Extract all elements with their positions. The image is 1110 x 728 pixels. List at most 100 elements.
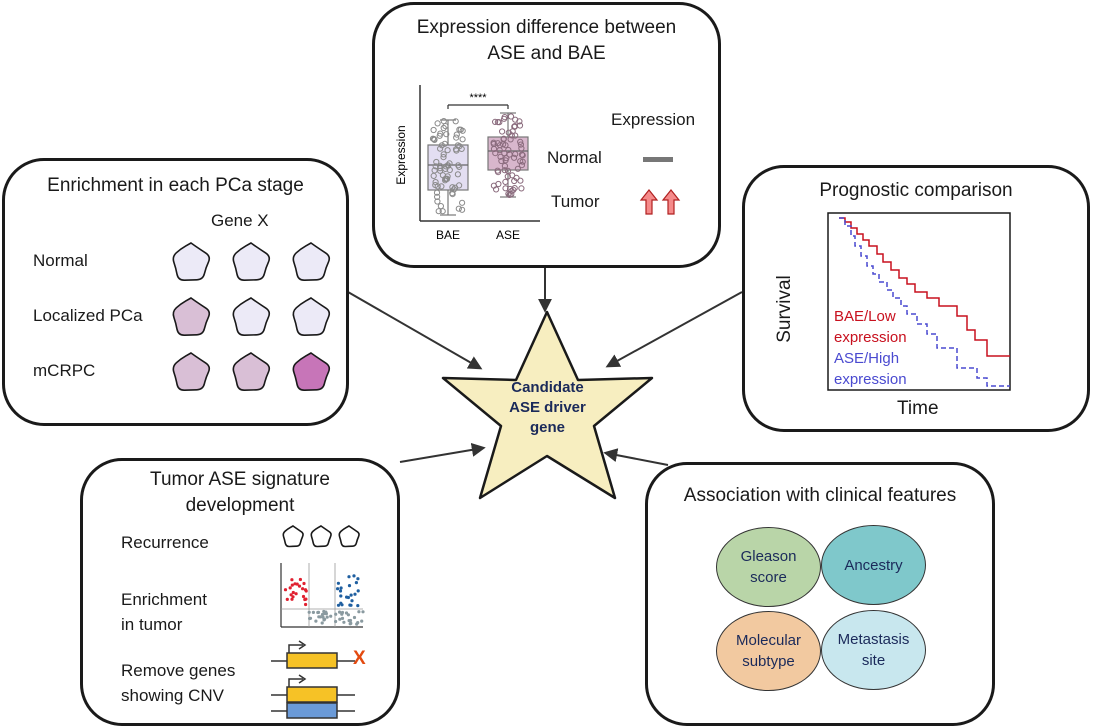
boxplot-point: [449, 190, 456, 197]
volcano-point: [340, 616, 345, 620]
volcano-point: [357, 610, 361, 614]
ase-curve: [839, 217, 1010, 387]
volcano-point: [291, 590, 295, 595]
boxplot-point: [433, 158, 440, 166]
boxplot-point: [501, 167, 508, 174]
boxplot-point: [440, 118, 447, 125]
boxplot-points: [429, 113, 526, 215]
enrichment-title: Enrichment in each PCa stage: [47, 175, 304, 196]
volcano-point: [361, 610, 365, 614]
boxplot-point: [453, 131, 460, 138]
boxplot-point: [459, 136, 466, 143]
cell-icon: [232, 352, 271, 392]
boxplot-point: [431, 167, 438, 174]
boxplot-point: [441, 140, 448, 147]
volcano-point: [334, 619, 338, 624]
boxplot-point: [508, 187, 515, 195]
volcano-point: [346, 595, 350, 600]
boxplot-point: [507, 136, 514, 143]
volcano-point: [298, 577, 302, 582]
volcano-point: [356, 577, 360, 581]
boxplot-point: [517, 138, 524, 146]
boxplot-point: [442, 165, 449, 173]
x-label-ase: ASE: [496, 228, 520, 242]
row-mcrpc: mCRPC: [33, 361, 96, 380]
volcano-point: [307, 610, 311, 614]
boxplot-point: [500, 141, 507, 148]
signature-title: Tumor ASE signature development: [83, 467, 397, 519]
volcano-point: [340, 610, 345, 615]
cell-icon: [292, 242, 331, 282]
volcano-point: [322, 609, 326, 614]
boxplot-point: [443, 131, 450, 138]
molecular-line2: subtype: [742, 653, 795, 670]
boxplot-point: [498, 157, 505, 165]
boxplot-point: [502, 178, 509, 186]
boxplot-point: [503, 155, 510, 162]
x-label-bae: BAE: [436, 228, 460, 242]
volcano-point: [290, 597, 294, 601]
boxplot-point: [438, 142, 446, 149]
candidate-star: [441, 310, 654, 500]
expression-title-line1: Expression difference between: [416, 17, 677, 38]
boxplot-point: [459, 199, 466, 206]
candidate-line1: Candidate: [511, 379, 584, 396]
boxplot-point: [440, 154, 447, 161]
gleason-line1: Gleason: [740, 548, 797, 565]
boxplot-point: [518, 145, 525, 152]
recurrence-cells-icon: [282, 525, 360, 548]
row-localized: Localized PCa: [33, 306, 143, 325]
remove-genes-line2: showing CNV: [121, 686, 224, 705]
remove-genes-line1: Remove genes: [121, 661, 236, 680]
volcano-point: [338, 617, 342, 621]
boxplot-point: [511, 177, 518, 185]
boxplot-point: [450, 186, 458, 193]
volcano-point: [334, 612, 338, 616]
boxplot-point: [434, 198, 441, 205]
volcano-point: [297, 584, 302, 588]
boxplot-point: [517, 158, 524, 165]
boxplot-y-label: Expression: [395, 125, 408, 184]
boxplot-point: [432, 163, 439, 170]
boxplot-point: [440, 124, 447, 132]
boxplot-point: [435, 208, 442, 215]
normal-dash: [643, 157, 673, 162]
boxplot-point: [512, 132, 519, 139]
boxplot-point: [438, 183, 445, 190]
cell-icon: [282, 525, 304, 548]
boxplot-point: [444, 175, 451, 183]
boxplot-point: [433, 189, 441, 196]
arrow-right: [605, 291, 743, 368]
boxplot-point: [508, 191, 515, 198]
volcano-point: [317, 615, 321, 619]
recurrence-label: Recurrence: [121, 533, 209, 552]
remove-genes-label: Remove genes showing CNV: [121, 658, 235, 708]
boxplot-point: [517, 141, 525, 148]
cell-icon: [232, 297, 271, 337]
volcano-point: [308, 616, 312, 621]
gene-label: Gene X: [211, 211, 269, 230]
boxplot-point: [504, 173, 511, 180]
boxplot-point: [434, 120, 441, 127]
gleason-line2: score: [750, 569, 787, 586]
boxplot-point: [452, 118, 459, 125]
volcano-point: [304, 602, 308, 607]
cell-icon: [172, 297, 211, 337]
prognostic-panel: Prognostic comparison Survival Time BAE/…: [742, 165, 1090, 432]
boxplot-point: [444, 147, 451, 154]
volcano-point: [302, 581, 306, 586]
volcano-point: [354, 581, 358, 585]
volcano-point: [352, 574, 356, 578]
boxplot-point: [518, 162, 526, 169]
volcano-point: [349, 603, 353, 607]
cell-grid: [172, 242, 331, 392]
volcano-point: [320, 621, 324, 625]
volcano-point: [290, 583, 294, 587]
ase-label: ASE/High expression: [834, 348, 907, 390]
volcano-point: [338, 589, 343, 593]
cell-icon: [292, 297, 331, 337]
bae-label-line2: expression: [834, 329, 907, 346]
cnv-gene-diagram: [271, 640, 355, 719]
boxplot-point: [437, 203, 445, 210]
